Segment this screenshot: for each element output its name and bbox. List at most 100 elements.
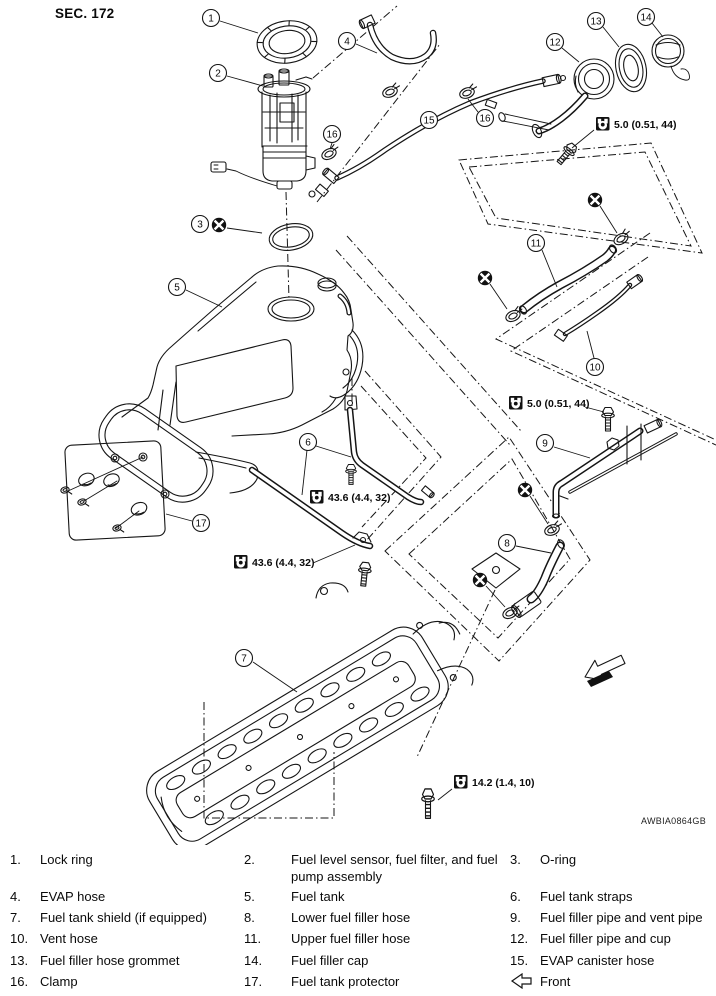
leader-line xyxy=(312,544,356,564)
callout-number: 4 xyxy=(344,37,350,48)
legend-item-number: 9. xyxy=(510,910,521,925)
legend-item: 15.EVAP canister hose xyxy=(510,952,712,969)
callout-circle xyxy=(497,533,517,553)
torque-spec: 14.2 (1.4, 10) xyxy=(437,775,534,801)
callout-9: 9 xyxy=(535,433,591,459)
evap-canister-hose-drawing xyxy=(308,73,567,198)
legend-item-label: Upper fuel filler hose xyxy=(291,931,411,946)
torque-icon-glyph xyxy=(458,780,463,785)
legend-item-number: 4. xyxy=(10,889,21,904)
legend-item: 16.Clamp xyxy=(10,973,245,990)
callout-5: 5 xyxy=(167,277,223,308)
filler-pipe-cup-drawing xyxy=(484,58,615,139)
legend-item-number: 11. xyxy=(244,931,262,946)
legend-item: 17.Fuel tank protector xyxy=(244,973,515,990)
legend-item: 8.Lower fuel filler hose xyxy=(244,909,515,926)
protector-screws xyxy=(59,456,144,536)
callout-circle xyxy=(535,433,555,453)
x-glyph xyxy=(474,574,486,586)
callout-number: 10 xyxy=(589,363,601,374)
legend-item-label: EVAP hose xyxy=(40,889,106,904)
callout-14: 14 xyxy=(636,7,664,38)
leader-line xyxy=(355,43,378,54)
callout-8: 8 xyxy=(497,533,552,554)
legend-item-label: O-ring xyxy=(540,852,577,867)
callout-17: 17 xyxy=(165,513,211,533)
leader-line xyxy=(315,445,352,458)
leader-line xyxy=(165,513,193,522)
leader-line xyxy=(651,22,664,38)
leader-line xyxy=(301,449,308,496)
leader-line xyxy=(529,495,549,525)
legend-item-label: Fuel tank xyxy=(291,889,345,904)
torque-icon-glyph xyxy=(510,397,515,403)
legend-item: 4. EVAP hose xyxy=(10,888,245,905)
legend-item-label: Fuel level sensor, fuel filter, and fuel… xyxy=(291,852,498,884)
torque-value: 43.6 (4.4, 32) xyxy=(328,492,390,504)
leader-line xyxy=(252,661,298,693)
callout-circle xyxy=(585,357,605,377)
leader-line xyxy=(599,205,618,234)
fuel-tank-drawing xyxy=(98,265,364,503)
callout-number: 12 xyxy=(549,38,561,49)
leader-line xyxy=(219,20,259,34)
evap-hose-drawing xyxy=(358,14,437,65)
legend-item-label: Fuel filler pipe and vent pipe xyxy=(540,910,703,925)
legend-item-label: Vent hose xyxy=(40,931,98,946)
legend-item-number: 7. xyxy=(10,910,21,925)
legend-item-number: 1. xyxy=(10,852,21,867)
leader-line xyxy=(437,788,453,801)
callout-12: 12 xyxy=(545,32,580,63)
filler-pipe-vent-pipe-drawing xyxy=(551,418,678,519)
legend-item: 14.Fuel filler cap xyxy=(244,952,515,969)
legend-item: 13.Fuel filler hose grommet xyxy=(10,952,245,969)
callout-6: 6 xyxy=(298,432,352,496)
leader-line xyxy=(329,142,333,150)
callout-circle xyxy=(234,648,254,668)
legend-item-label: Fuel filler pipe and cup xyxy=(540,931,671,946)
torque-value: 5.0 (0.51, 44) xyxy=(614,119,676,131)
legend-item-number: 17. xyxy=(244,974,263,989)
legend-item: 9. Fuel filler pipe and vent pipe xyxy=(510,909,712,926)
legend-item-label: Lower fuel filler hose xyxy=(291,910,411,925)
callout-11: 11 xyxy=(526,233,558,288)
do-not-reuse-icon xyxy=(517,482,549,525)
callout-number: 16 xyxy=(479,114,491,125)
legend-item-number: 2. xyxy=(244,852,255,867)
torque-spec-labels: 5.0 (0.51, 44) 5.0 (0.51, 44) 43.6 (4.4, 3… xyxy=(234,117,676,801)
legend-item: 5.Fuel tank xyxy=(244,888,515,905)
torque-icon-glyph xyxy=(600,122,605,127)
legend-item: 6.Fuel tank straps xyxy=(510,888,712,905)
callout-circle xyxy=(322,124,342,144)
callout-2: 2 xyxy=(208,63,264,87)
x-glyph xyxy=(589,194,601,206)
callout-circle xyxy=(526,233,546,253)
legend-item-number: 13. xyxy=(10,953,29,968)
torque-value: 43.6 (4.4, 32) xyxy=(252,557,314,569)
lock-ring-drawing xyxy=(256,20,318,64)
torque-icon-glyph xyxy=(318,491,322,497)
x-glyph xyxy=(213,219,225,231)
torque-value: 5.0 (0.51, 44) xyxy=(527,398,589,410)
torque-spec: 5.0 (0.51, 44) xyxy=(509,396,605,413)
legend-item-label: Fuel filler cap xyxy=(291,953,369,968)
torque-icon-glyph xyxy=(517,397,521,403)
upper-filler-hose-drawing xyxy=(518,244,618,315)
callout-13: 13 xyxy=(586,11,620,48)
callout-number: 11 xyxy=(531,239,542,250)
callout-circle xyxy=(586,11,606,31)
callout-1: 1 xyxy=(201,8,259,34)
legend-item-number: 10. xyxy=(10,931,29,946)
torque-icon-glyph xyxy=(597,118,602,124)
leader-line xyxy=(226,227,263,234)
leader-line xyxy=(489,283,508,310)
callout-7: 7 xyxy=(234,648,298,693)
torque-value: 14.2 (1.4, 10) xyxy=(472,777,534,789)
legend-item: 1.Lock ring xyxy=(10,851,245,868)
legend-item: 10. Vent hose xyxy=(10,930,245,947)
torque-icon-glyph xyxy=(314,495,319,500)
callout-number: 2 xyxy=(215,69,221,80)
torque-spec: 5.0 (0.51, 44) xyxy=(571,117,676,149)
